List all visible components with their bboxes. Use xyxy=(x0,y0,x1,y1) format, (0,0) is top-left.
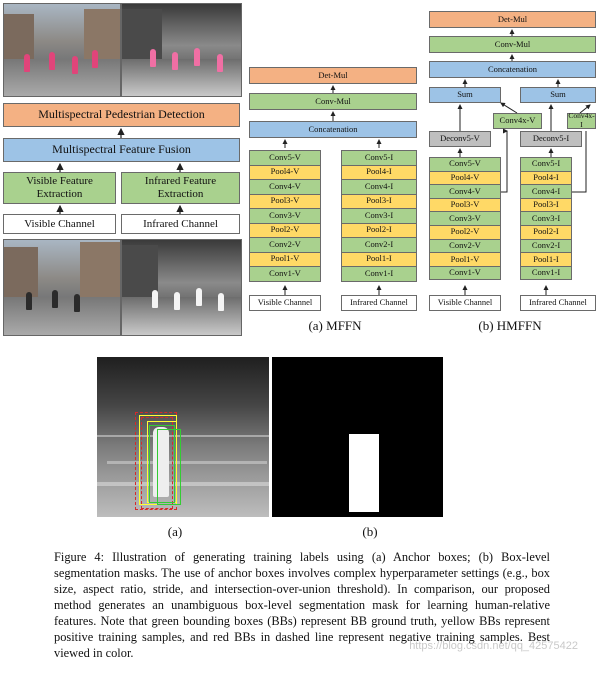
hmffn-conv4x-v: Conv4x-V xyxy=(493,113,542,129)
infrared-input-photo xyxy=(121,239,242,336)
infrared-detection-photo xyxy=(121,3,242,97)
hmffn-sum-v: Sum xyxy=(429,87,501,103)
visible-detection-photo xyxy=(3,3,121,97)
infrared-extraction-box: Infrared Feature Extraction xyxy=(121,172,240,204)
segmentation-mask-image xyxy=(272,357,443,517)
mffn-caption: (a) MFFN xyxy=(308,318,362,333)
hmffn-caption: (b) HMFFN xyxy=(478,318,542,333)
hmffn-conv-mul: Conv-Mul xyxy=(429,36,596,53)
infrared-channel-box: Infrared Channel xyxy=(121,214,240,234)
hmffn-conv4x-i: Conv4x-I xyxy=(567,111,596,129)
figure-caption: Figure 4: Illustration of generating tra… xyxy=(54,550,550,660)
visible-input-photo xyxy=(3,239,121,336)
mffn-layer-conv1-v: Conv1-V xyxy=(249,266,321,282)
hmffn-concatenation: Concatenation xyxy=(429,61,596,78)
watermark: https://blog.csdn.net/qq_42575422 xyxy=(409,640,578,652)
mffn-concatenation: Concatenation xyxy=(249,121,417,138)
mffn-det-mul: Det-Mul xyxy=(249,67,417,84)
hmffn-visible-channel: Visible Channel xyxy=(429,295,501,311)
hmffn-layer-conv1-v: Conv1-V xyxy=(429,265,501,281)
mffn-conv-mul: Conv-Mul xyxy=(249,93,417,110)
hmffn-layer-conv1-i: Conv1-I xyxy=(520,265,572,281)
hmffn-deconv5-v: Deconv5-V xyxy=(429,131,491,147)
detection-box: Multispectral Pedestrian Detection xyxy=(3,103,240,127)
sub-caption-a: (a) xyxy=(167,524,183,539)
hmffn-sum-i: Sum xyxy=(520,87,596,103)
anchor-boxes-thermal-image xyxy=(97,357,269,517)
hmffn-det-mul: Det-Mul xyxy=(429,11,596,28)
visible-channel-box: Visible Channel xyxy=(3,214,116,234)
hmffn-deconv5-i: Deconv5-I xyxy=(520,131,582,147)
mffn-visible-channel: Visible Channel xyxy=(249,295,321,311)
fusion-box: Multispectral Feature Fusion xyxy=(3,138,240,162)
mffn-infrared-channel: Infrared Channel xyxy=(341,295,417,311)
sub-caption-b: (b) xyxy=(362,524,378,539)
visible-extraction-box: Visible Feature Extraction xyxy=(3,172,116,204)
mffn-layer-conv1-i: Conv1-I xyxy=(341,266,417,282)
hmffn-infrared-channel: Infrared Channel xyxy=(520,295,596,311)
